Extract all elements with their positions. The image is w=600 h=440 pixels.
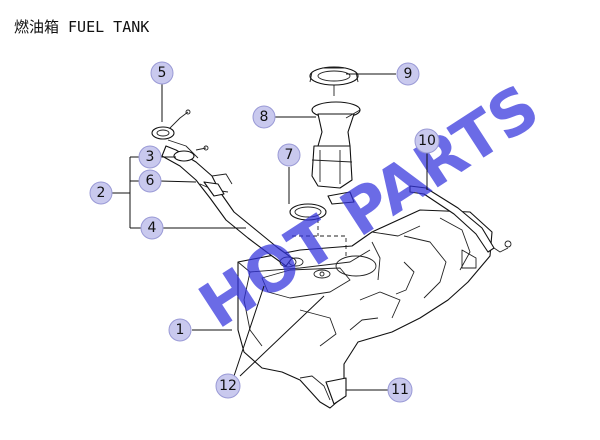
callout-12: 12 [215, 373, 241, 399]
callout-11: 11 [387, 377, 413, 403]
callout-3-label: 3 [146, 149, 155, 165]
lock-ring [309, 66, 359, 86]
callout-10-label: 10 [418, 133, 436, 149]
callout-11-label: 11 [391, 382, 409, 398]
callout-12-label: 12 [219, 378, 237, 394]
callout-8: 8 [252, 105, 276, 129]
callout-1-label: 1 [176, 322, 185, 338]
callout-4-label: 4 [148, 220, 157, 236]
callout-3: 3 [138, 145, 162, 169]
fuel-tank [237, 209, 493, 409]
callout-5-label: 5 [158, 65, 167, 81]
callout-7: 7 [277, 143, 301, 167]
callout-6-label: 6 [146, 173, 155, 189]
heat-shield [325, 377, 347, 405]
callout-2-label: 2 [97, 185, 106, 201]
page-title: 燃油箱 FUEL TANK [14, 18, 150, 36]
callout-9-label: 9 [404, 66, 413, 82]
callout-6: 6 [138, 169, 162, 193]
fuel-pump-module [311, 72, 361, 205]
callout-10: 10 [414, 128, 440, 154]
vent-hose [203, 181, 225, 197]
clamp [173, 145, 209, 162]
filler-neck [161, 139, 297, 268]
callout-1: 1 [168, 318, 192, 342]
callout-8-label: 8 [260, 109, 269, 125]
callout-9: 9 [396, 62, 420, 86]
tank-strap [409, 185, 512, 253]
seal-ring [289, 203, 327, 221]
callout-4: 4 [140, 216, 164, 240]
callout-5: 5 [150, 61, 174, 85]
filler-cap [151, 109, 191, 140]
callout-7-label: 7 [285, 147, 294, 163]
callout-2: 2 [89, 181, 113, 205]
